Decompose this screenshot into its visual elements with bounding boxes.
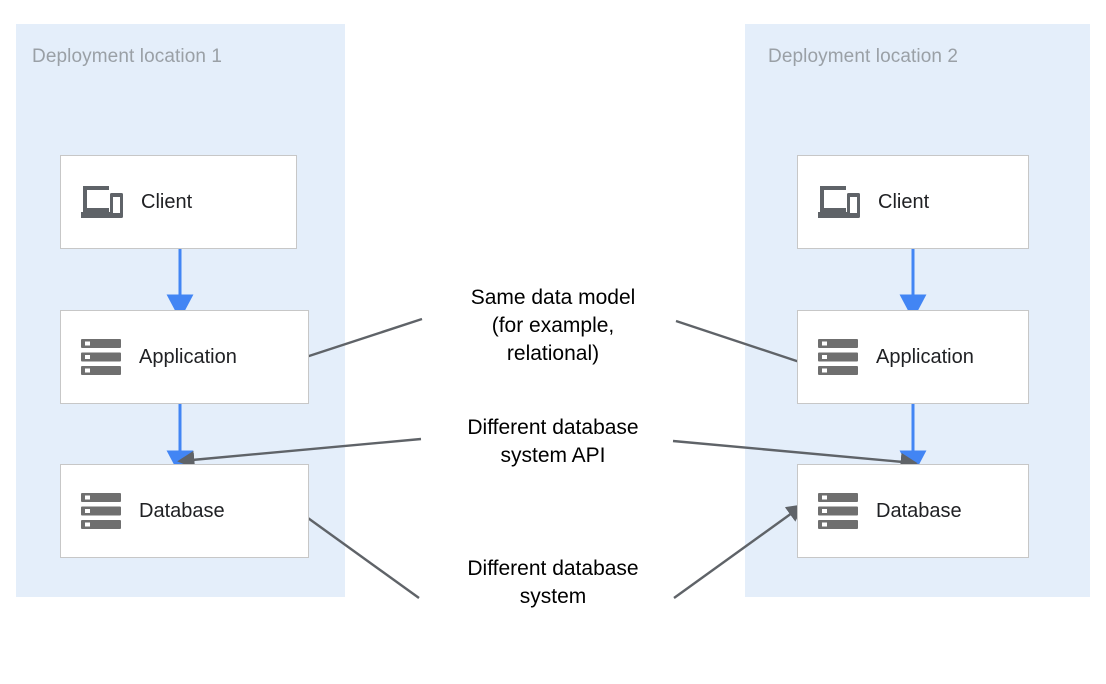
annotation-different-database-system: Different database system xyxy=(467,557,639,608)
node-label-client-2: Client xyxy=(878,191,930,213)
node-application-1[interactable]: Application xyxy=(60,310,309,404)
node-label-application-2: Application xyxy=(876,346,974,368)
node-label-database-2: Database xyxy=(876,500,962,522)
zone-label-deployment-location-2: Deployment location 2 xyxy=(768,46,959,67)
node-application-2[interactable]: Application xyxy=(797,310,1029,404)
node-label-client-1: Client xyxy=(141,191,193,213)
annotation-same-data-model: Same data model (for example, relational… xyxy=(470,286,636,365)
node-client-2[interactable]: Client xyxy=(797,155,1029,249)
node-database-2[interactable]: Database xyxy=(797,464,1029,558)
server-icon xyxy=(81,492,121,530)
server-icon xyxy=(818,338,858,376)
node-label-application-1: Application xyxy=(139,346,237,368)
devices-icon xyxy=(818,184,860,220)
node-client-1[interactable]: Client xyxy=(60,155,297,249)
annotation-different-database-system-api: Different database system API xyxy=(467,416,639,467)
node-database-1[interactable]: Database xyxy=(60,464,309,558)
devices-icon xyxy=(81,184,123,220)
server-icon xyxy=(81,338,121,376)
zone-label-deployment-location-1: Deployment location 1 xyxy=(32,46,223,67)
node-label-database-1: Database xyxy=(139,500,225,522)
server-icon xyxy=(818,492,858,530)
